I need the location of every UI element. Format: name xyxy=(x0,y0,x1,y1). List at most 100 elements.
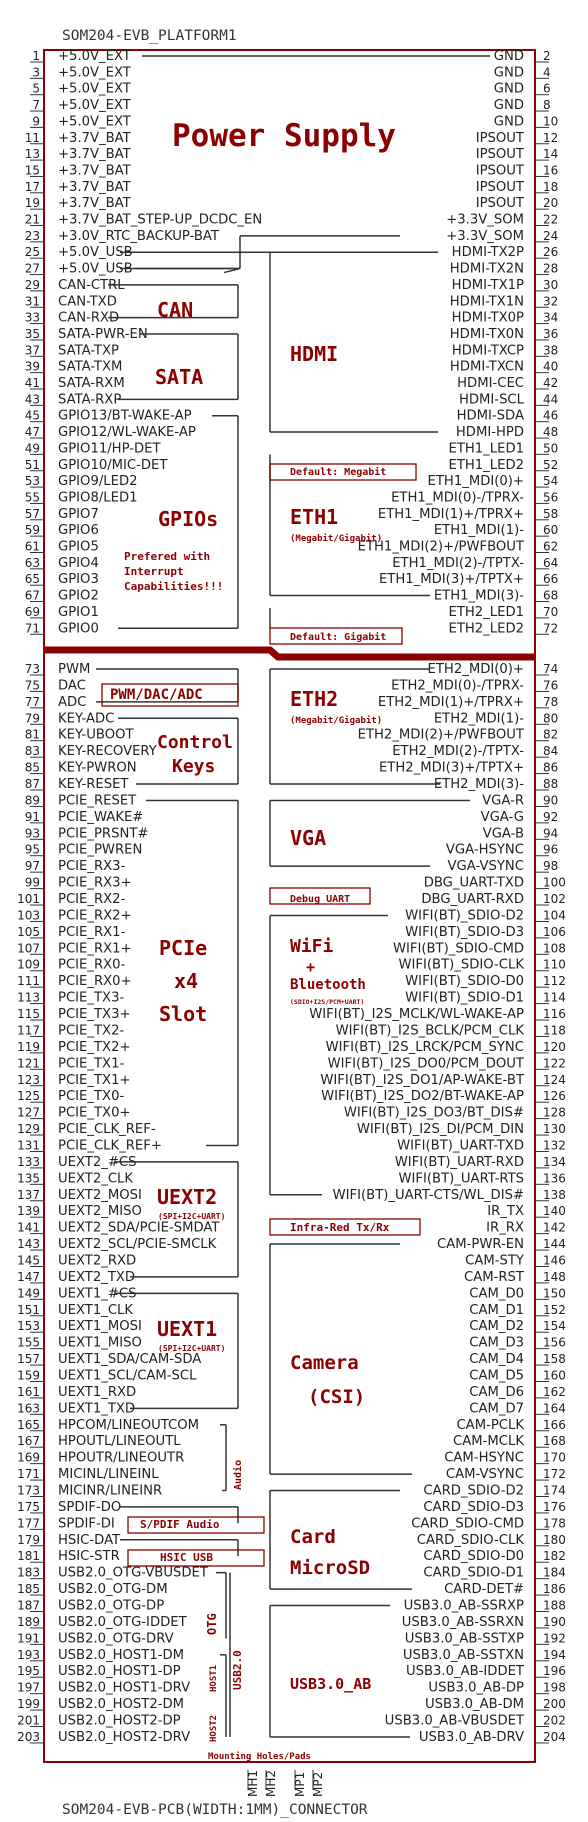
pin-number: 201 xyxy=(17,1714,40,1728)
right-signal: ETH2_MDI(1)- xyxy=(434,711,524,726)
pin-number: 104 xyxy=(543,908,566,922)
pin-number: 44 xyxy=(543,392,558,406)
left-signal: CAN-TXD xyxy=(58,294,117,309)
left-signal: UEXT1_SDA/CAM-SDA xyxy=(58,1352,201,1367)
pin-number: 141 xyxy=(17,1221,40,1235)
pin-rows: 1+5.0V_EXT3+5.0V_EXT5+5.0V_EXT7+5.0V_EXT… xyxy=(17,49,566,1745)
pin-number: 38 xyxy=(543,343,558,357)
pin-number: 99 xyxy=(25,876,40,890)
camera-label-2: (CSI) xyxy=(308,1386,365,1408)
pin-number: 180 xyxy=(543,1533,566,1547)
wifi-label-2: + xyxy=(306,958,315,976)
left-signal: GPIO0 xyxy=(58,621,99,636)
eth2-label: ETH2 xyxy=(290,687,338,711)
pin-number: 49 xyxy=(25,441,40,455)
pin-number: 74 xyxy=(543,662,558,676)
left-signal: USB2.0_HOST1-DP xyxy=(58,1664,181,1679)
pin-number: 196 xyxy=(543,1664,566,1678)
left-signal: PCIE_WAKE# xyxy=(58,810,143,825)
right-signal: CAM-VSYNC xyxy=(446,1467,524,1482)
pin-number: 63 xyxy=(25,556,40,570)
left-signal: HSIC-DAT xyxy=(58,1533,121,1548)
pin-number: 56 xyxy=(543,490,558,504)
right-signal: USB3.0_AB-SSTXN xyxy=(403,1648,524,1663)
pin-number: 72 xyxy=(543,621,558,635)
pin-number: 77 xyxy=(25,695,40,709)
right-signal: DBG_UART-TXD xyxy=(424,876,524,891)
left-signal: +5.0V_EXT xyxy=(58,65,132,80)
left-signal: +5.0V_EXT xyxy=(58,49,132,64)
left-signal: GPIO13/BT-WAKE-AP xyxy=(58,409,192,424)
pin-number: 71 xyxy=(25,621,40,635)
left-signal: PCIE_TX3- xyxy=(58,991,124,1006)
label-box xyxy=(269,463,417,481)
left-signal: UEXT1_#CS xyxy=(58,1286,136,1301)
right-signal: IR_RX xyxy=(486,1221,524,1236)
right-signal: CAM-RST xyxy=(464,1270,525,1285)
pin-number: 32 xyxy=(543,294,558,308)
pin-number: 90 xyxy=(543,793,558,807)
left-signal: KEY-RECOVERY xyxy=(58,744,158,759)
pin-number: 119 xyxy=(17,1040,40,1054)
left-signal: UEXT2_MOSI xyxy=(58,1188,142,1203)
left-signal: PCIE_TX2+ xyxy=(58,1040,131,1055)
pin-number: 164 xyxy=(543,1401,566,1415)
left-signal: PCIE_PRSNT# xyxy=(58,826,148,841)
right-signal: ETH1_MDI(0)+ xyxy=(428,474,524,489)
pin-number: 78 xyxy=(543,695,558,709)
left-signal: GPIO7 xyxy=(58,507,99,522)
left-signal: MICINR/LINEINR xyxy=(58,1484,162,1499)
right-signal: CARD_SDIO-D1 xyxy=(423,1566,524,1581)
left-signal: KEY-ADC xyxy=(58,711,114,726)
pin-number: 62 xyxy=(543,540,558,554)
right-signal: USB3.0_AB-SSRXP xyxy=(404,1599,524,1614)
left-signal: GPIO4 xyxy=(58,556,99,571)
left-signal: UEXT1_MISO xyxy=(58,1336,142,1351)
group-lines xyxy=(96,55,490,1738)
pin-number: 80 xyxy=(543,711,558,725)
right-signal: USB3.0_AB-SSRXN xyxy=(402,1615,524,1630)
pin-number: 109 xyxy=(17,958,40,972)
pin-number: 28 xyxy=(543,262,558,276)
pin-number: 96 xyxy=(543,843,558,857)
right-signal: USB3.0_AB-VBUSDET xyxy=(385,1714,525,1729)
left-signal: +3.7V_BAT_STEP-UP_DCDC_EN xyxy=(58,213,262,228)
left-signal: GPIO11/HP-DET xyxy=(58,441,161,456)
pin-number: 58 xyxy=(543,507,558,521)
pin-number: 3 xyxy=(32,65,40,79)
right-signal: IPSOUT xyxy=(476,163,525,178)
left-signal: KEY-UBOOT xyxy=(58,728,134,743)
pwm-dac-adc-label: PWM/DAC/ADC xyxy=(110,687,203,703)
pin-number: 175 xyxy=(17,1500,40,1514)
right-signal: WIFI(BT)_I2S_LRCK/PCM_SYNC xyxy=(326,1040,524,1055)
right-signal: USB3.0_AB-IDDET xyxy=(406,1664,525,1679)
right-signal: VGA-VSYNC xyxy=(448,859,524,874)
right-signal: WIFI(BT)_SDIO-D1 xyxy=(405,991,524,1006)
pin-number: 53 xyxy=(25,474,40,488)
pin-number: 20 xyxy=(543,196,558,210)
right-signal: HDMI-TX1P xyxy=(452,278,524,293)
group-boxes xyxy=(101,463,421,1567)
right-signal: CARD_SDIO-D0 xyxy=(423,1549,524,1564)
left-signal: PCIE_TX1- xyxy=(58,1056,124,1071)
left-signal: UEXT2_CLK xyxy=(58,1171,133,1186)
pin-number: 133 xyxy=(17,1155,40,1169)
right-signal: CARD_SDIO-CMD xyxy=(411,1516,524,1531)
right-signal: USB3.0_AB-SSTXP xyxy=(405,1631,524,1646)
pin-number: 200 xyxy=(543,1697,566,1711)
pin-number: 126 xyxy=(543,1089,566,1103)
left-signal: HPOUTR/LINEOUTR xyxy=(58,1451,184,1466)
pin-number: 85 xyxy=(25,761,40,775)
left-signal: GPIO10/MIC-DET xyxy=(58,458,168,473)
uext2-label: UEXT2 xyxy=(157,1185,217,1209)
pin-number: 118 xyxy=(543,1023,566,1037)
right-signal: ETH2_MDI(1)+/TPRX+ xyxy=(378,695,524,710)
right-signal: WIFI(BT)_I2S_DO3/BT_DIS# xyxy=(344,1106,524,1121)
mounting-holes: Mounting Holes/Pads MH1 MH2 MP1 MP2 xyxy=(208,1751,325,1797)
pin-number: 34 xyxy=(543,311,558,325)
left-signal: PCIE_RX0- xyxy=(58,958,126,973)
eth1-sub-label: (Megabit/Gigabit) xyxy=(290,533,382,544)
left-signal: SPDIF-DI xyxy=(58,1516,115,1531)
pin-number: 73 xyxy=(25,662,40,676)
pin-number: 161 xyxy=(17,1385,40,1399)
